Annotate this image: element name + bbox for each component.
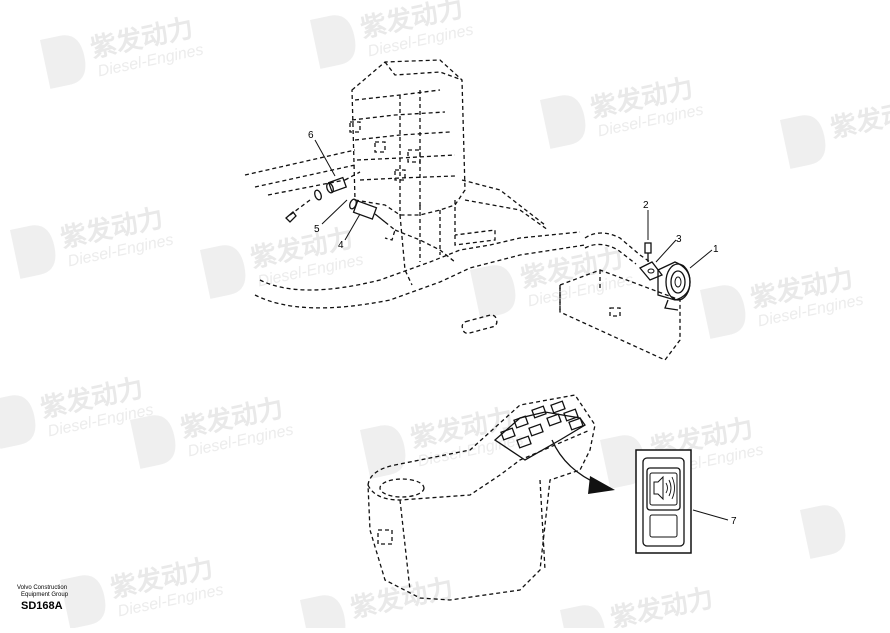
part-1-horn bbox=[657, 261, 691, 311]
watermark-tile: 紫发动力 Diesel-Engines bbox=[10, 202, 175, 279]
leader-6 bbox=[314, 139, 336, 177]
watermark-brand-cn: 紫发动力 bbox=[348, 572, 456, 623]
part-4-sensor bbox=[349, 198, 456, 263]
speaker-icon bbox=[653, 475, 675, 501]
watermark-tile: 紫发动力 Diesel-Engines bbox=[130, 392, 295, 469]
leader-4 bbox=[344, 213, 361, 241]
callout-5: 5 bbox=[314, 224, 320, 235]
detail-arrow-head bbox=[588, 476, 615, 494]
watermark-tile bbox=[800, 505, 846, 559]
part-5-washer bbox=[285, 189, 322, 223]
watermark-brand-cn: 紫发动力 bbox=[828, 92, 890, 143]
callout-7: 7 bbox=[731, 516, 737, 527]
callout-6: 6 bbox=[308, 130, 314, 141]
drawing-code: SD168A bbox=[21, 600, 63, 612]
callout-4: 4 bbox=[338, 240, 344, 251]
watermark-tile: 紫发动力 Diesel-Engines bbox=[700, 262, 865, 339]
watermark-tile: 紫发动力 Diesel-Engines bbox=[0, 372, 155, 449]
callout-3: 3 bbox=[676, 234, 682, 245]
connector-parts bbox=[285, 139, 456, 263]
watermark-tile: 紫发动力 Diesel-Engines bbox=[360, 402, 525, 479]
watermark-tile: 紫发动力 bbox=[560, 582, 716, 633]
valve-block-assembly bbox=[244, 59, 681, 361]
watermark-tile: 紫发动力 Diesel-Engines bbox=[60, 552, 225, 629]
operator-console bbox=[367, 394, 615, 601]
part-7-switch-detail bbox=[635, 449, 729, 554]
callout-2: 2 bbox=[643, 200, 649, 211]
watermark-tile: 紫发动力 Diesel-Engines bbox=[40, 12, 205, 89]
callout-labels: 6 5 4 2 3 1 7 bbox=[308, 130, 737, 527]
watermark-brand-cn: 紫发动力 bbox=[608, 582, 716, 628]
part-6-fitting bbox=[326, 171, 361, 194]
watermark-tile: 紫发动力 bbox=[300, 572, 456, 633]
part-3-bracket bbox=[638, 261, 664, 281]
leader-3 bbox=[655, 239, 677, 263]
callout-1: 1 bbox=[713, 244, 719, 255]
leader-1 bbox=[689, 249, 713, 269]
leader-7 bbox=[692, 509, 729, 521]
part-2-bolt bbox=[644, 242, 652, 262]
footer-company-line2: Equipment Group bbox=[21, 592, 69, 598]
horn-assembly bbox=[638, 210, 713, 311]
watermark-tile: 紫发动力 Diesel-Engines bbox=[200, 222, 365, 299]
watermark-tile: 紫发动力 Diesel-Engines bbox=[540, 72, 705, 149]
console-switch-panel bbox=[493, 400, 586, 461]
watermark-tile: 紫发动力 bbox=[780, 92, 890, 169]
footer-company-line1: Volvo Construction bbox=[17, 585, 68, 591]
watermark-tile: 紫发动力 Diesel-Engines bbox=[310, 0, 475, 69]
leader-5 bbox=[321, 199, 348, 225]
